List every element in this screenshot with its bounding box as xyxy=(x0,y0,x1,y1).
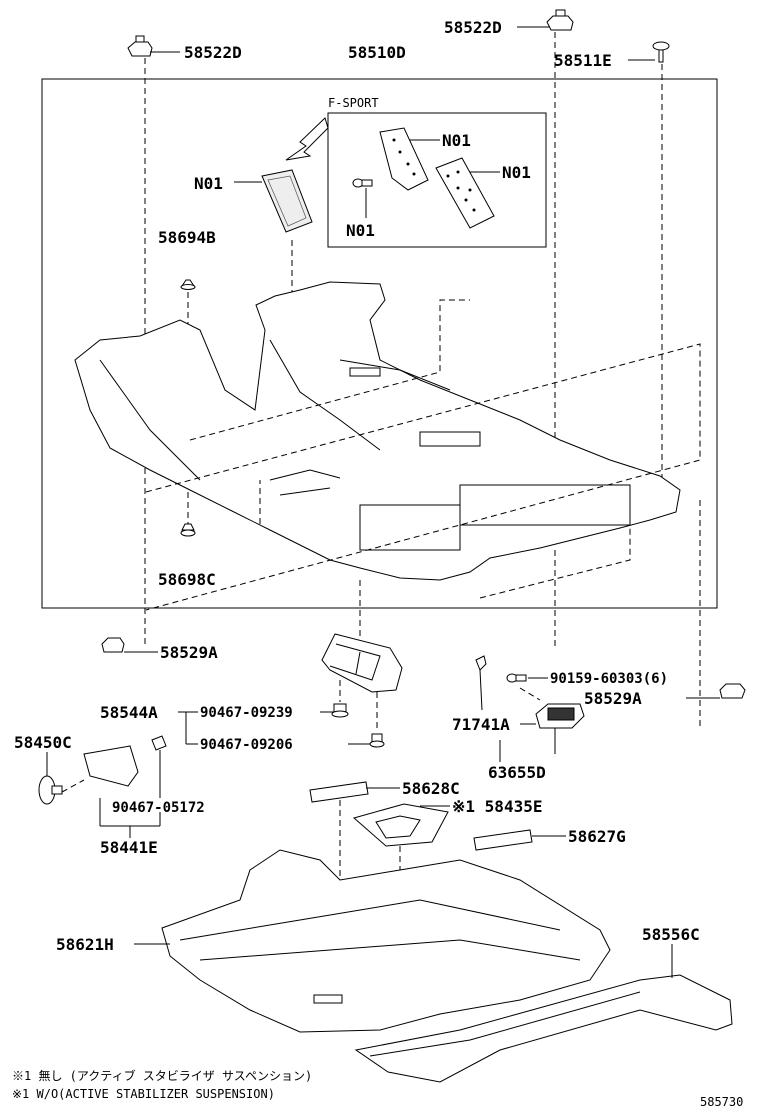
pad-58627G-icon xyxy=(473,829,533,851)
console-bracket-icon xyxy=(321,633,403,693)
label-58628C: 58628C xyxy=(402,779,460,798)
clip-58522D-left-icon xyxy=(127,35,153,57)
pedal-bolt-icon xyxy=(352,178,373,188)
label-58544A: 58544A xyxy=(100,703,158,722)
grommet-58694B-icon xyxy=(180,279,196,290)
grommet-58698C-icon xyxy=(180,523,196,537)
label-58529A-right: 58529A xyxy=(584,689,642,708)
floor-carpet-icon xyxy=(74,281,681,581)
label-58522D-right: 58522D xyxy=(444,18,502,37)
label-90159-60303: 90159-60303(6) xyxy=(550,671,668,687)
footnote-en: ※1 W/O(ACTIVE STABILIZER SUSPENSION) xyxy=(12,1087,275,1101)
clip-58529A-right-icon xyxy=(719,683,746,699)
pedal-plate-right-icon xyxy=(435,157,495,229)
pedal-plate-top-icon xyxy=(379,127,429,191)
footnote-jp: ※1 無し (アクティブ スタビライザ サスペンション) xyxy=(12,1068,312,1083)
side-panel-58556C-icon xyxy=(354,974,733,1083)
clip-58511E-icon xyxy=(652,41,670,63)
label-71741A: 71741A xyxy=(452,715,510,734)
label-fsport: F-SPORT xyxy=(328,96,379,110)
screw-90159-60303-icon xyxy=(506,673,527,683)
label-90467-09206: 90467-09206 xyxy=(200,737,293,753)
label-58698C: 58698C xyxy=(158,570,216,589)
label-63655D: 63655D xyxy=(488,763,546,782)
label-58556C: 58556C xyxy=(642,925,700,944)
plate-58435E-icon xyxy=(352,803,449,847)
fsport-inset-box xyxy=(327,112,547,248)
panel-58441E-icon xyxy=(83,745,139,787)
label-n01-pad: N01 xyxy=(194,174,223,193)
label-58510D: 58510D xyxy=(348,43,406,62)
pad-58628C-icon xyxy=(309,781,369,803)
cover-63655D-icon xyxy=(535,703,585,729)
label-58511E: 58511E xyxy=(554,51,612,70)
clip-90467-05172-icon xyxy=(151,735,167,751)
floor-silencer-icon xyxy=(161,849,611,1033)
label-90467-05172: 90467-05172 xyxy=(112,800,205,816)
label-58627G: 58627G xyxy=(568,827,626,846)
fsport-arrow-icon xyxy=(285,117,329,161)
floor-pad-icon xyxy=(261,169,313,233)
clip-58522D-right-icon xyxy=(546,9,574,31)
label-58529A-left: 58529A xyxy=(160,643,218,662)
bolt-90467-09206-icon xyxy=(369,733,385,748)
label-58522D-left: 58522D xyxy=(184,43,242,62)
label-58441E: 58441E xyxy=(100,838,158,857)
cap-58450C-icon xyxy=(38,775,63,805)
diagram-id: 585730 xyxy=(700,1095,743,1109)
label-n01-top: N01 xyxy=(442,131,471,150)
label-58694B: 58694B xyxy=(158,228,216,247)
bolt-90467-09239-icon xyxy=(331,703,349,718)
label-n01-bolt: N01 xyxy=(346,221,375,240)
label-58435E: ※1 58435E xyxy=(452,797,542,816)
label-58450C: 58450C xyxy=(14,733,72,752)
label-90467-09239: 90467-09239 xyxy=(200,705,293,721)
assembly-frame xyxy=(41,78,718,609)
label-58621H: 58621H xyxy=(56,935,114,954)
clip-58529A-left-icon xyxy=(101,637,125,653)
label-n01-right: N01 xyxy=(502,163,531,182)
clip-71741A-icon xyxy=(475,655,487,711)
